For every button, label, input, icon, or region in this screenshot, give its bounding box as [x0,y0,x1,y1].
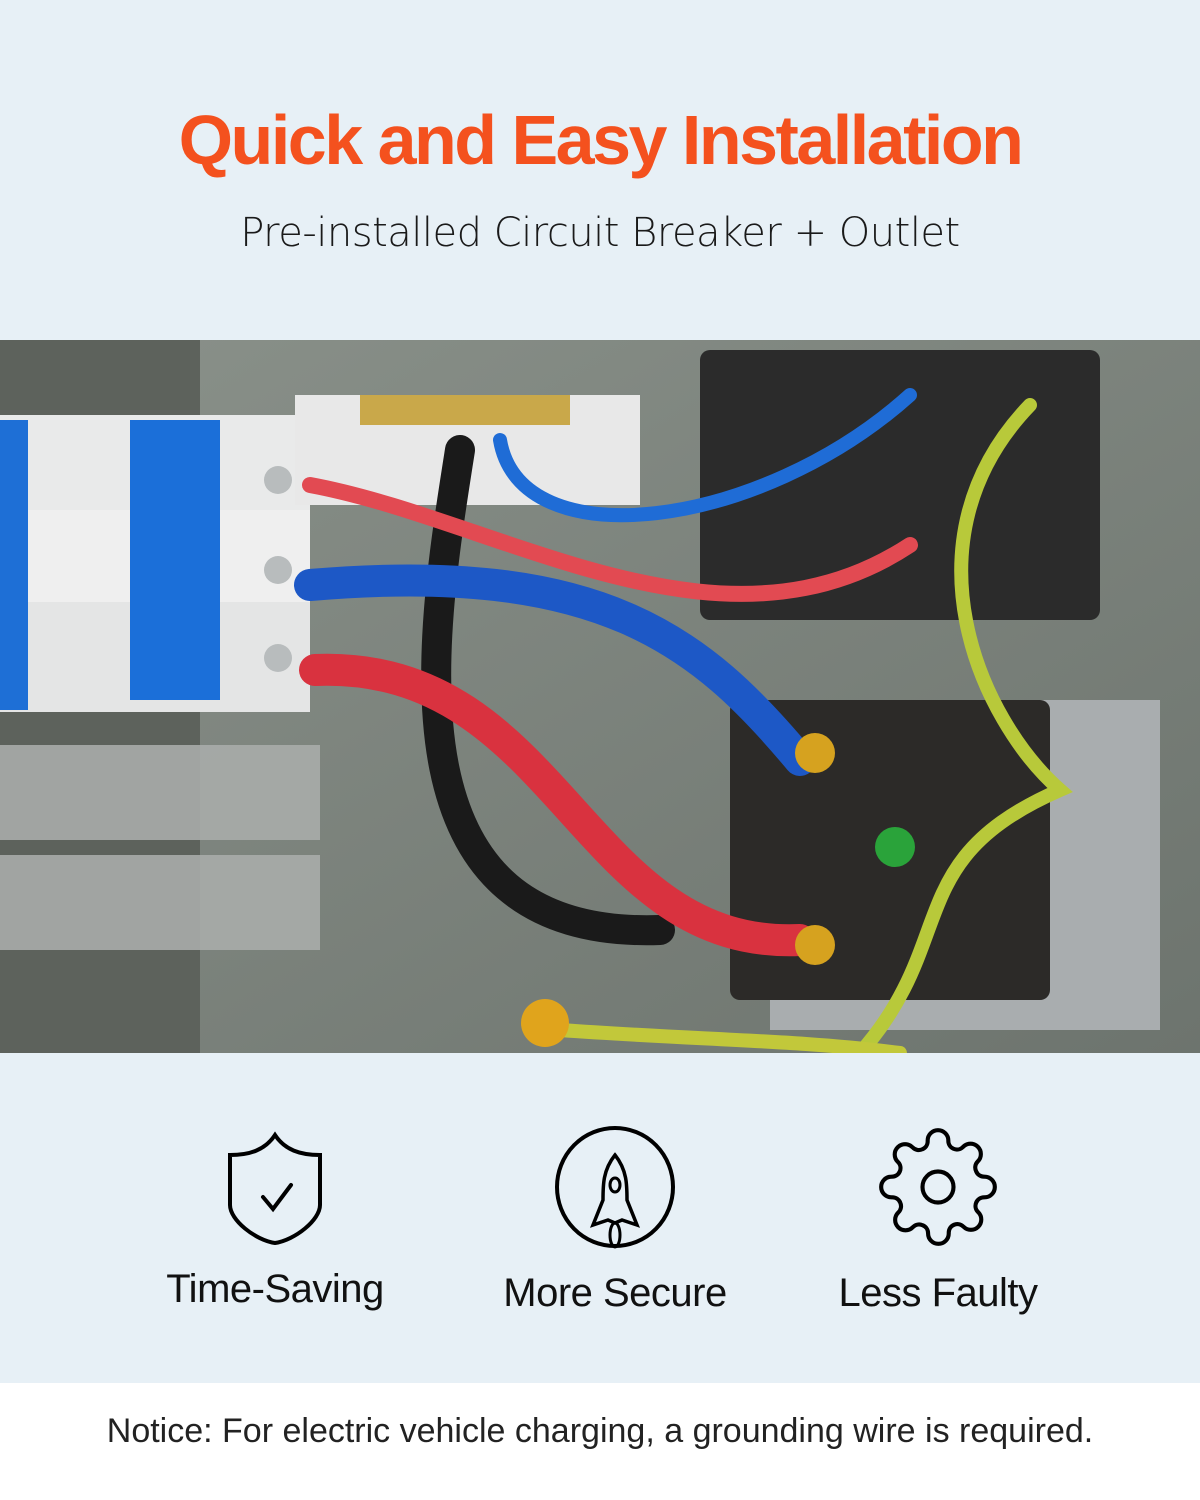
feature-label: More Secure [503,1271,727,1315]
shield-check-icon [228,1131,322,1245]
circuit-breakers [0,415,310,712]
notice-band [0,1383,1200,1500]
feature-label: Time-Saving [166,1267,384,1311]
gear-icon [879,1128,997,1246]
product-photo [0,340,1200,1053]
notice-text: Notice: For electric vehicle charging, a… [106,1412,1094,1450]
page-subtitle: Pre-installed Circuit Breaker + Outlet [240,210,960,256]
rocket-icon [555,1126,675,1249]
terminal-blocks [0,745,320,950]
feature-more-secure: More Secure [445,1125,785,1316]
feature-label: Less Faulty [838,1271,1038,1315]
gfci-outlet [700,350,1100,620]
page-title: Quick and Easy Installation [178,101,1024,179]
feature-less-faulty: Less Faulty [768,1125,1108,1316]
feature-time-saving: Time-Saving [105,1125,445,1312]
